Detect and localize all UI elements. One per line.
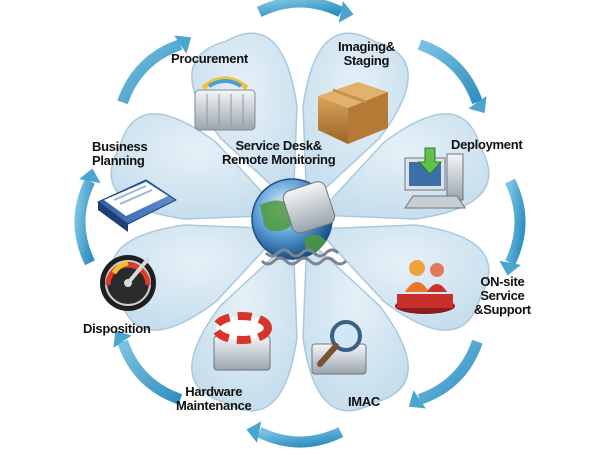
- cycle-arrow: [499, 178, 526, 276]
- cycle-arrow: [256, 0, 354, 23]
- cycle-arrow: [117, 35, 192, 105]
- cycle-arrow: [417, 39, 487, 114]
- cycle-arrow: [113, 330, 183, 405]
- cycle-arrow: [246, 421, 344, 448]
- globe-with-phone-icon: [251, 178, 348, 266]
- stage-label-hardware-maintenance: Hardware Maintenance: [176, 384, 252, 413]
- center-label: Service Desk& Remote Monitoring: [222, 138, 336, 167]
- support-people-icon: [395, 260, 455, 314]
- magnifier-drive-icon: [311, 320, 367, 375]
- computer-download-icon: [404, 147, 466, 209]
- lifebuoy-drive-icon: [212, 312, 272, 371]
- gauge-dial-icon: [100, 255, 156, 311]
- stage-label-disposition: Disposition: [83, 321, 151, 336]
- stage-label-imaging-staging: Imaging& Staging: [338, 39, 395, 68]
- shopping-basket-icon: [194, 76, 256, 131]
- binder-book-icon: [97, 179, 177, 232]
- cycle-arrows: [74, 0, 526, 448]
- petal-deployment: [314, 113, 490, 220]
- stage-label-imac: IMAC: [348, 394, 381, 409]
- stage-label-procurement: Procurement: [171, 51, 248, 66]
- cycle-arrow: [74, 168, 101, 266]
- stage-label-business-planning: Business Planning: [92, 139, 148, 168]
- cycle-arrow: [408, 339, 483, 409]
- stage-label-deployment: Deployment: [451, 137, 523, 152]
- stage-label-onsite-service: ON-site Service &Support: [474, 274, 531, 317]
- cardboard-box-icon: [318, 82, 388, 144]
